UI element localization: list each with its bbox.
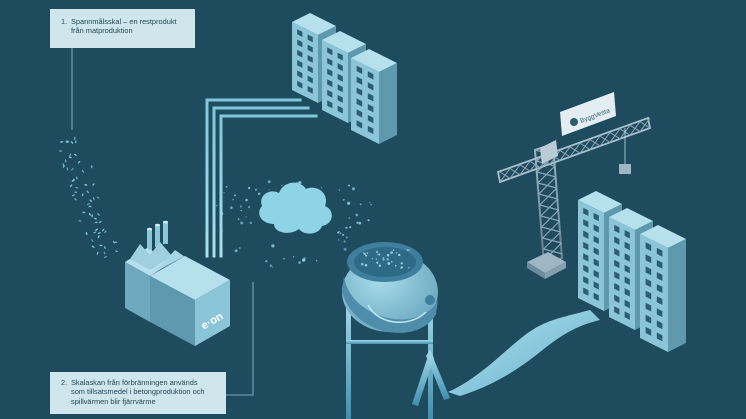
smoke-cloud-icon <box>259 182 332 234</box>
building-icon <box>640 225 686 352</box>
concrete-flow <box>448 310 600 396</box>
callout-ash-district-heating: 2. Skalaskan från förbränningen används … <box>50 372 226 414</box>
building-icon <box>351 49 397 144</box>
crane-icon: ByggVesta <box>496 92 652 279</box>
callout-2-connector-right <box>226 282 254 396</box>
callout-2-line-1: Skalaskan från förbränningen används <box>71 378 198 387</box>
callout-1-line-2: från matproduktion <box>71 26 133 36</box>
callout-1-line-1: Spannmålsskal – en restprodukt <box>71 17 177 26</box>
cement-mixer-icon <box>342 242 450 419</box>
callout-2-number: 2. <box>61 378 68 387</box>
heat-pipes <box>205 98 318 258</box>
ash-particles <box>216 180 373 268</box>
factory-icon: e·on <box>125 220 230 346</box>
callout-2-line-3: spillvärmen blir fjärrvärme <box>71 396 156 406</box>
ash-into-mixer <box>360 249 410 269</box>
apartment-buildings-lower <box>578 191 686 352</box>
callout-1-number: 1. <box>61 17 68 26</box>
callout-2-line-2: som tillsatsmedel i betongproduktion och <box>71 387 205 397</box>
grain-husk-particles <box>59 136 119 258</box>
callout-grain-husks: 1. Spannmålsskal – en restprodukt från m… <box>50 9 195 48</box>
apartment-buildings-upper <box>292 13 397 144</box>
